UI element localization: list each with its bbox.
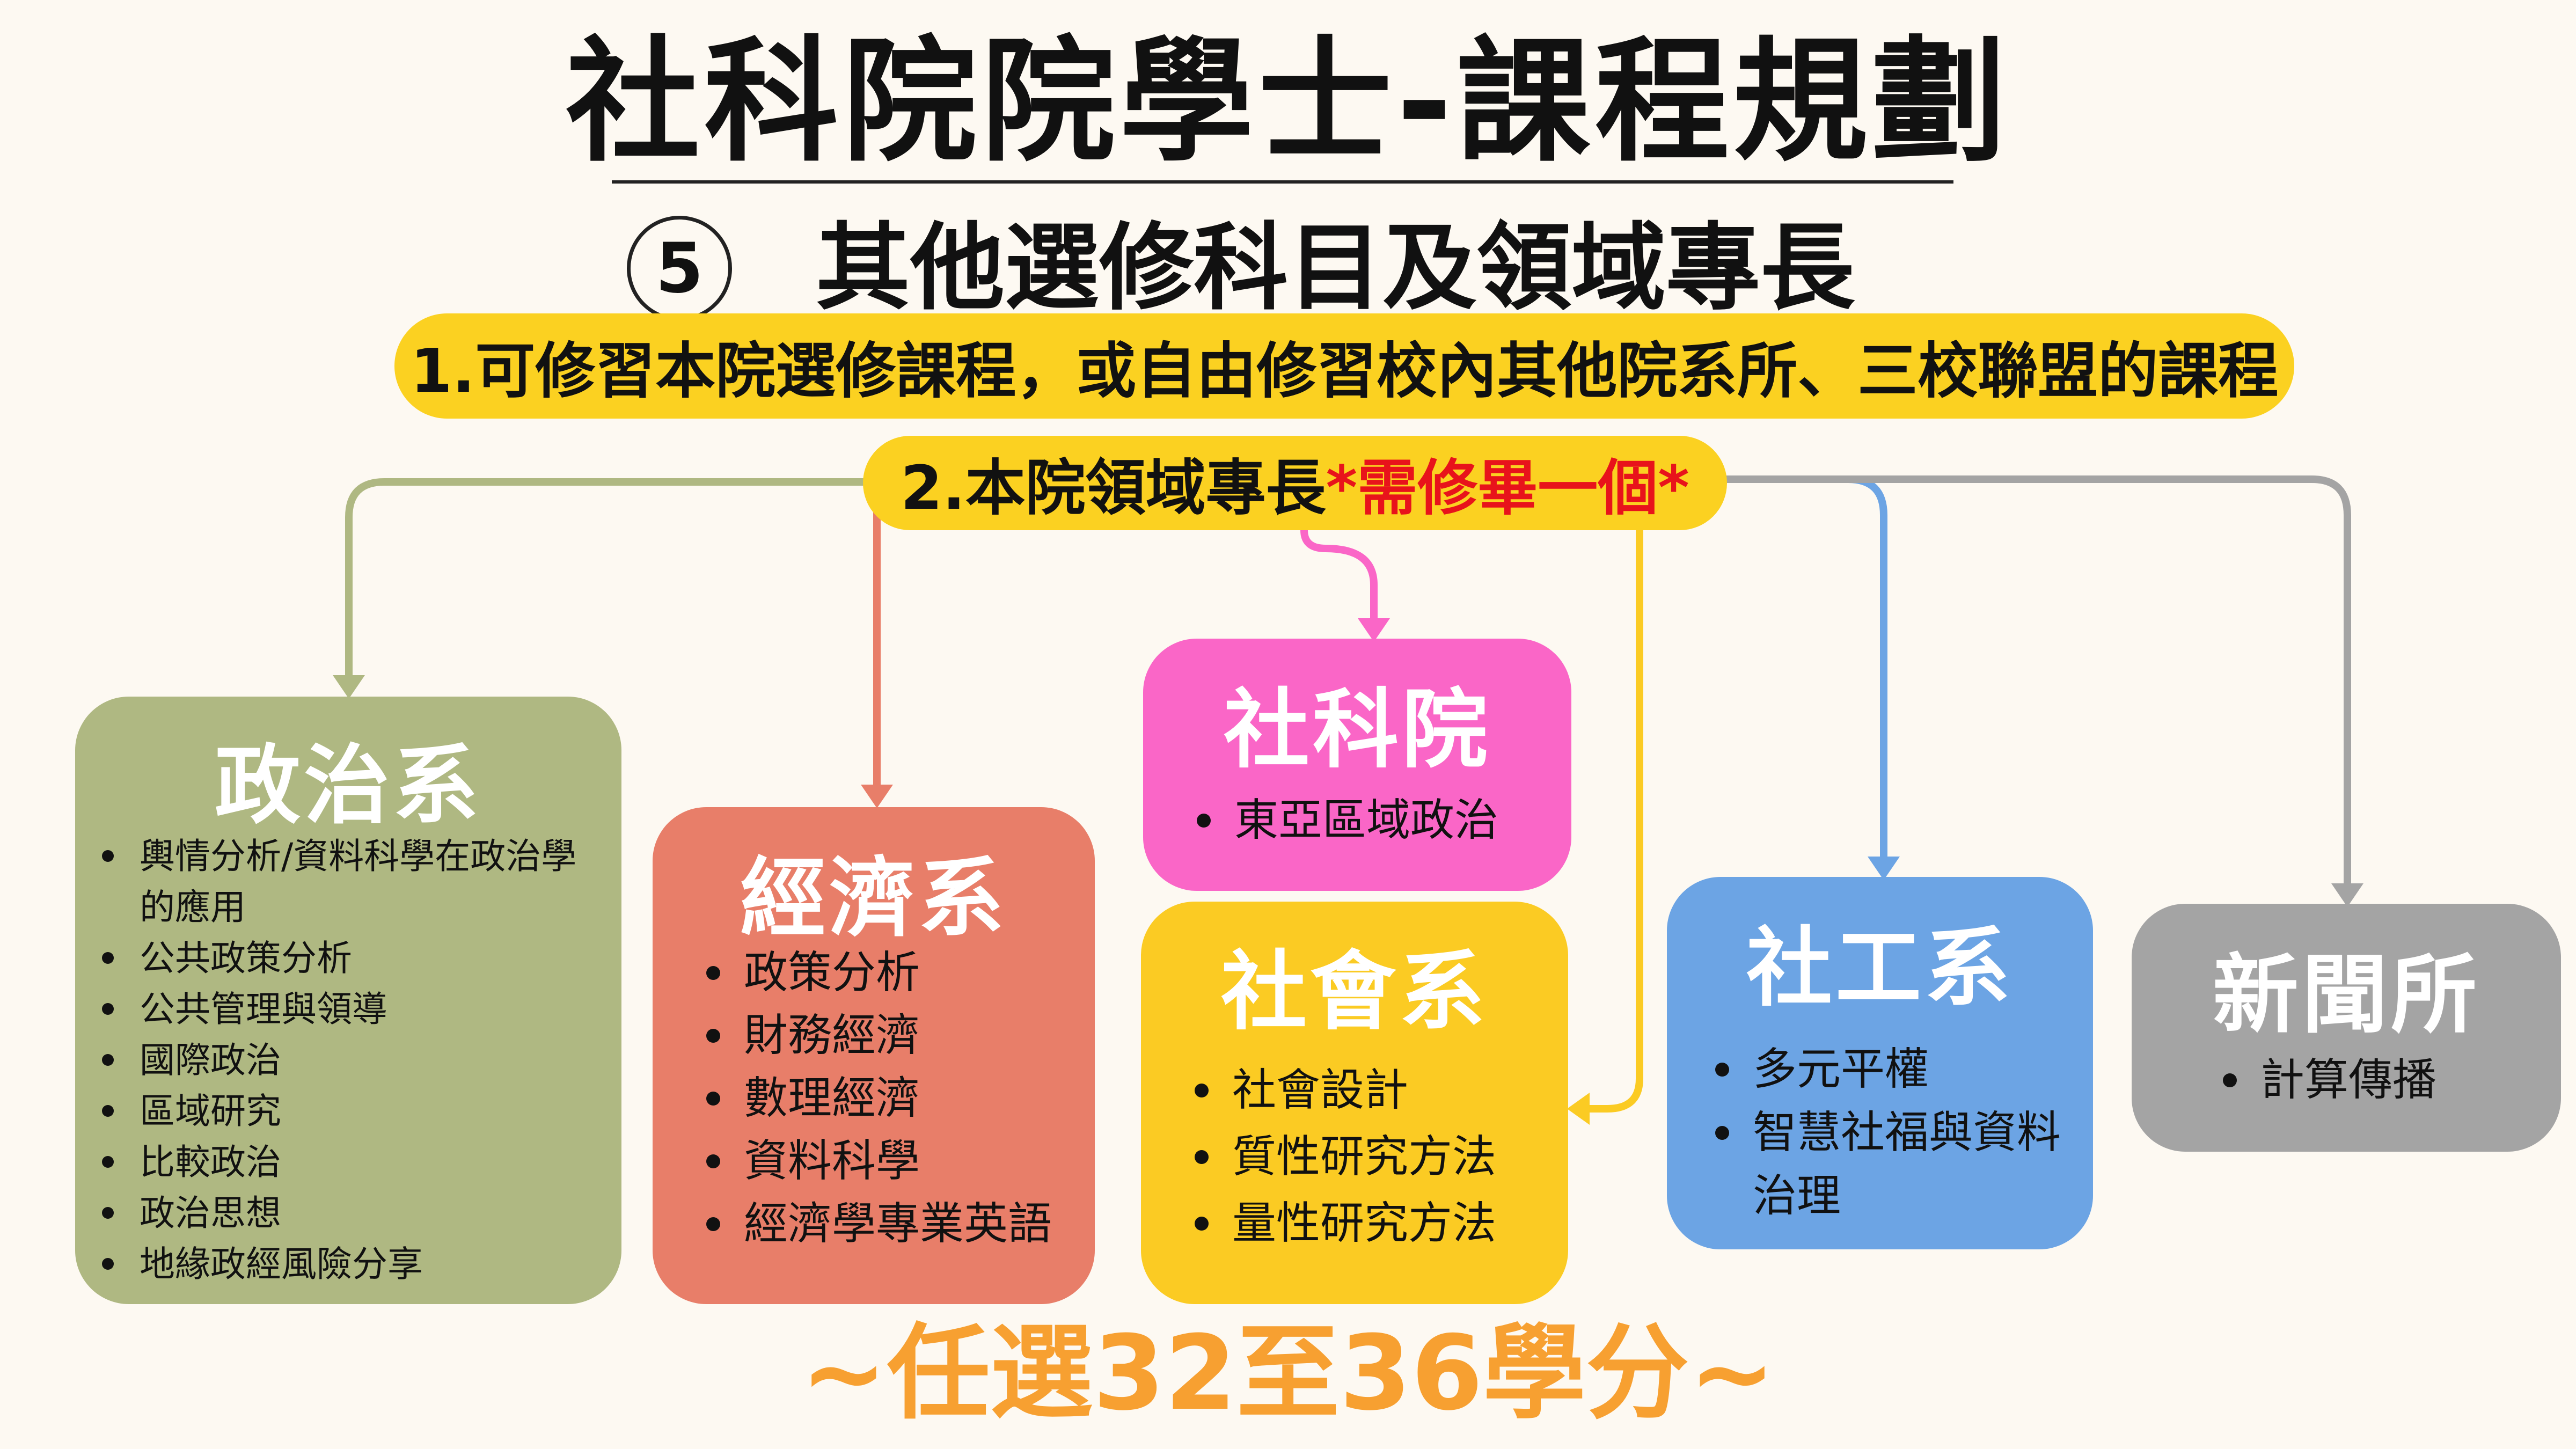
specialty-list: 政策分析 財務經濟 數理經濟 資料科學 經濟學專業英語 — [706, 941, 1052, 1255]
list-item: 質性研究方法 — [1195, 1124, 1496, 1190]
specialty-label: 2.本院領域專長 — [901, 453, 1326, 523]
list-item: 東亞區域政治 — [1197, 789, 1498, 852]
list-item: 公共管理與領導 — [102, 984, 606, 1035]
department-card-politics: 政治系 輿情分析/資料科學在政治學的應用 公共政策分析 公共管理與領導 國際政治… — [75, 697, 621, 1304]
specialty-list: 社會設計 質性研究方法 量性研究方法 — [1195, 1057, 1496, 1257]
department-card-sociology: 社會系 社會設計 質性研究方法 量性研究方法 — [1141, 902, 1568, 1304]
department-card-college: 社科院 東亞區域政治 — [1143, 639, 1571, 891]
department-title: 新聞所 — [2212, 945, 2480, 1045]
list-item: 財務經濟 — [706, 1004, 1052, 1067]
arrow-to-journalism — [1723, 475, 2351, 889]
arrowhead-social-work — [1868, 857, 1900, 880]
list-item: 數理經濟 — [706, 1067, 1052, 1130]
list-item: 政治思想 — [102, 1188, 606, 1239]
arrowhead-economics — [861, 785, 893, 808]
list-item: 比較政治 — [102, 1137, 606, 1188]
list-item: 區域研究 — [102, 1086, 606, 1137]
list-item: 輿情分析/資料科學在政治學的應用 — [102, 831, 606, 933]
arrowhead-journalism — [2331, 883, 2363, 907]
specialty-list: 多元平權 智慧社福與資料治理 — [1715, 1038, 2080, 1228]
list-item: 多元平權 — [1715, 1038, 2080, 1101]
department-title: 政治系 — [214, 735, 482, 836]
department-title: 經濟系 — [740, 848, 1007, 948]
list-item: 量性研究方法 — [1195, 1190, 1496, 1257]
list-item: 智慧社福與資料治理 — [1715, 1101, 2080, 1228]
list-item: 政策分析 — [706, 941, 1052, 1004]
list-item: 計算傳播 — [2223, 1049, 2436, 1111]
department-card-economics: 經濟系 政策分析 財務經濟 數理經濟 資料科學 經濟學專業英語 — [653, 807, 1095, 1304]
title-divider — [612, 180, 1953, 184]
arrow-to-social-work — [1723, 475, 1887, 862]
arrowhead-college — [1358, 618, 1390, 642]
specialty-list: 輿情分析/資料科學在政治學的應用 公共政策分析 公共管理與領導 國際政治 區域研… — [102, 831, 606, 1290]
specialty-requirement-highlight: *需修畢一個* — [1326, 453, 1689, 523]
department-card-journalism: 新聞所 計算傳播 — [2132, 904, 2561, 1152]
arrow-to-politics — [345, 478, 868, 681]
arrowhead-politics — [333, 675, 365, 699]
specialty-requirement-banner: 2.本院領域專長*需修畢一個* — [863, 436, 1727, 530]
arrow-to-sociology — [1584, 517, 1643, 1113]
list-item: 社會設計 — [1195, 1057, 1496, 1124]
specialty-list: 東亞區域政治 — [1197, 789, 1498, 852]
page-title: 社科院院學士-課程規劃 — [566, 24, 2010, 180]
list-item: 公共政策分析 — [102, 933, 606, 984]
section-title: 其他選修科目及領域專長 — [816, 213, 1855, 323]
elective-note-banner: 1.可修習本院選修課程，或自由修習校內其他院系所、三校聯盟的課程 — [394, 313, 2294, 419]
department-title: 社科院 — [1223, 679, 1491, 780]
list-item: 資料科學 — [706, 1130, 1052, 1192]
department-title: 社工系 — [1746, 918, 2014, 1018]
credit-requirement: ~任選32至36學分~ — [800, 1314, 1776, 1433]
list-item: 國際政治 — [102, 1035, 606, 1086]
department-card-social-work: 社工系 多元平權 智慧社福與資料治理 — [1667, 877, 2093, 1249]
arrow-to-college — [1300, 526, 1378, 624]
specialty-list: 計算傳播 — [2223, 1049, 2436, 1111]
list-item: 地緣政經風險分享 — [102, 1239, 606, 1290]
arrowhead-sociology — [1567, 1093, 1590, 1125]
department-title: 社會系 — [1220, 941, 1488, 1042]
list-item: 經濟學專業英語 — [706, 1192, 1052, 1255]
